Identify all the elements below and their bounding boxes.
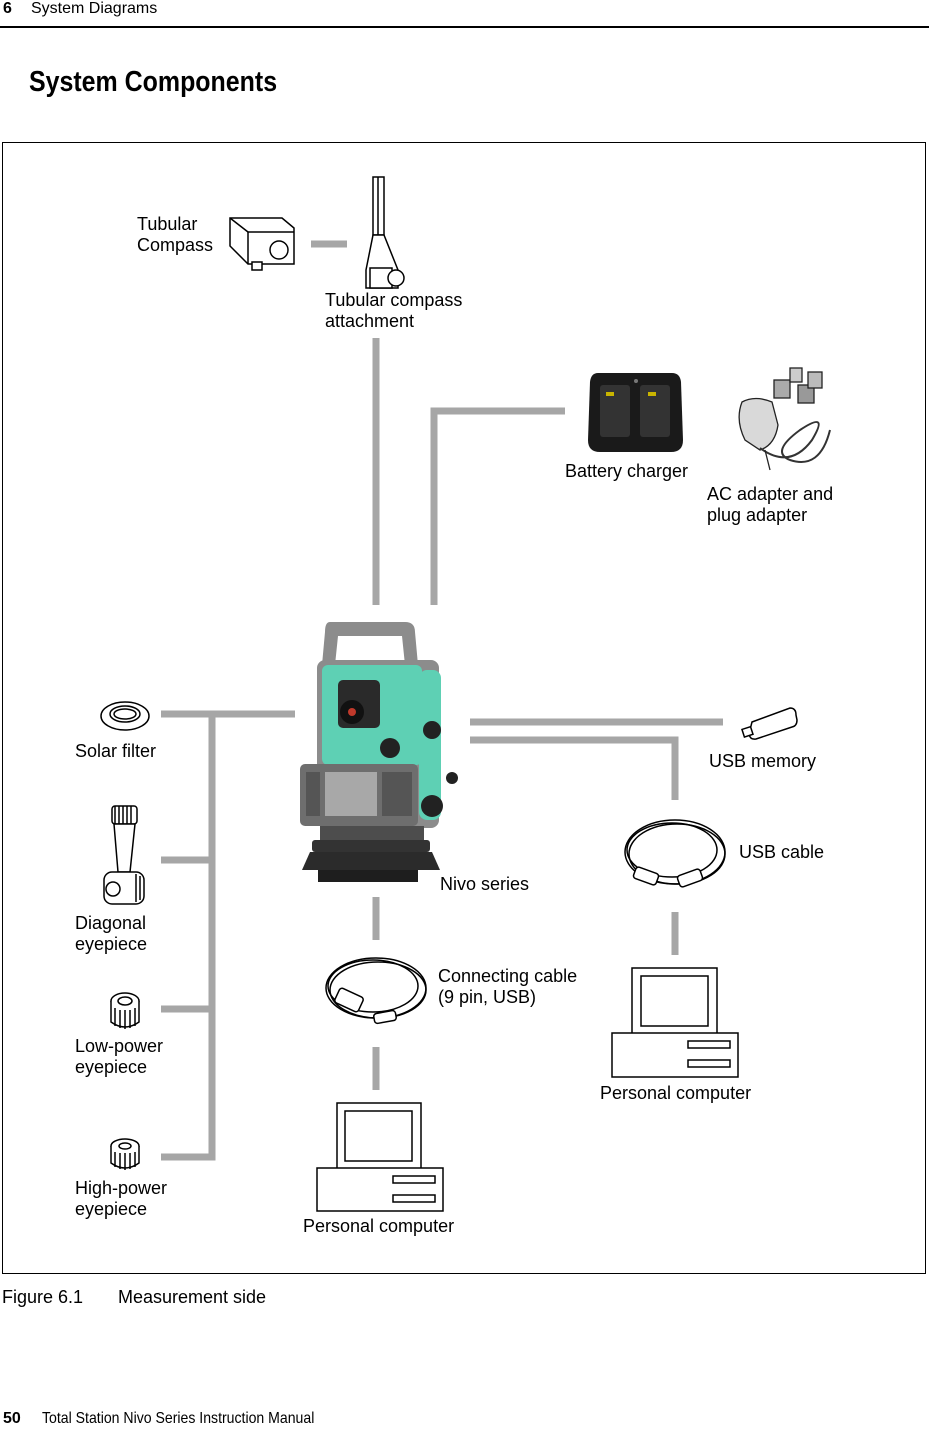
figure-title: Measurement side (118, 1287, 267, 1307)
page-number: 50 (3, 1410, 21, 1427)
label-personal-computer-right: Personal computer (600, 1083, 752, 1103)
ac-adapter-icon (738, 367, 831, 471)
label-high-power-eyepiece: High-power eyepiece (75, 1178, 168, 1219)
nivo-total-station-icon (300, 622, 458, 882)
connecting-cable-icon (325, 957, 427, 1025)
line-eyepiece-bus (161, 710, 216, 1161)
label-tubular-compass-attachment: Tubular compass attachment (325, 290, 463, 331)
diagram-frame (2, 142, 926, 1274)
low-power-eyepiece-icon (110, 992, 140, 1029)
page-header: 6 System Diagrams (0, 0, 929, 28)
manual-title: Total Station Nivo Series Instruction Ma… (42, 1410, 315, 1427)
label-battery-charger: Battery charger (565, 461, 689, 481)
personal-computer-bottom-icon (316, 1102, 444, 1212)
high-power-eyepiece-icon (110, 1138, 140, 1170)
label-tubular-compass: Tubular Compass (137, 214, 214, 255)
tubular-compass-attachment-icon (365, 176, 405, 289)
label-diagonal-eyepiece: Diagonal eyepiece (75, 913, 148, 954)
solar-filter-icon (100, 701, 150, 731)
label-low-power-eyepiece: Low-power eyepiece (75, 1036, 164, 1077)
label-usb-memory: USB memory (709, 751, 817, 771)
usb-memory-icon (741, 707, 798, 740)
usb-cable-icon (624, 819, 726, 888)
figure-number: Figure 6.1 (2, 1287, 84, 1307)
label-solar-filter: Solar filter (75, 741, 157, 761)
label-connecting-cable: Connecting cable (9 pin, USB) (438, 966, 578, 1007)
label-nivo-series: Nivo series (440, 874, 530, 894)
tubular-compass-icon (229, 217, 295, 271)
chapter-title: System Diagrams (31, 0, 158, 17)
line-usb-cable (470, 736, 679, 800)
label-usb-cable: USB cable (739, 842, 825, 862)
battery-charger-icon (588, 373, 683, 452)
figure-caption: Figure 6.1 Measurement side (2, 1287, 266, 1308)
connector-lines (161, 240, 723, 1161)
section-title: System Components (29, 66, 278, 98)
label-personal-computer-bottom: Personal computer (303, 1216, 455, 1236)
personal-computer-right-icon (611, 967, 739, 1078)
chapter-number: 6 (3, 0, 12, 17)
line-battery-charger (430, 407, 565, 605)
label-ac-adapter: AC adapter and plug adapter (707, 484, 834, 525)
diagonal-eyepiece-icon (103, 805, 145, 905)
